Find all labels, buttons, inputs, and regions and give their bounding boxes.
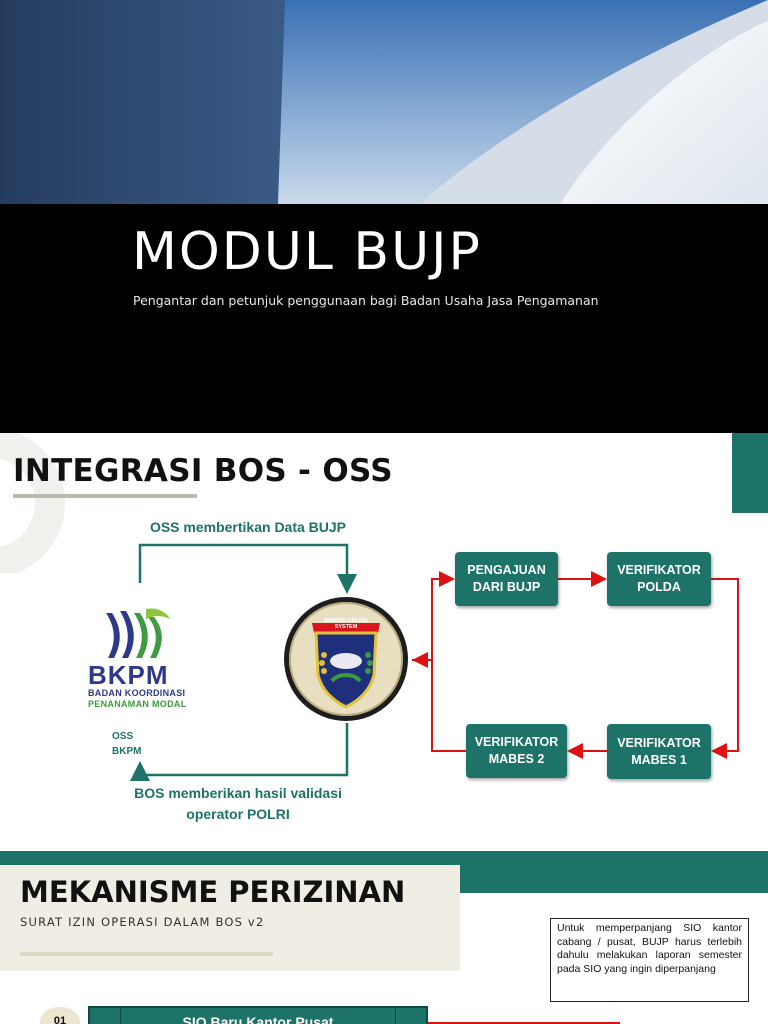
title-underline (13, 494, 197, 498)
mekanisme-subtitle: SURAT IZIN OPERASI DALAM BOS v2 (20, 915, 265, 929)
flow-connectors (130, 543, 739, 781)
box-verifikator-mabes-2[interactable]: VERIFIKATOR MABES 2 (466, 724, 567, 778)
binmas-emblem-icon (284, 597, 408, 721)
step-inner-frame (120, 1008, 396, 1024)
box-verifikator-mabes-1[interactable]: VERIFIKATOR MABES 1 (607, 724, 711, 779)
bos-validation-label: BOS memberikan hasil validasi operator P… (122, 783, 354, 825)
cover-sky-photo (0, 0, 768, 204)
mekanisme-slide: MEKANISME PERIZINAN SURAT IZIN OPERASI D… (0, 851, 768, 1024)
box-polda-line1: VERIFIKATOR (617, 563, 701, 577)
emblem-label: BINMAS ONLINE SYSTEM (324, 618, 368, 630)
mekanisme-underline (20, 952, 273, 956)
teal-top-bar (0, 851, 768, 865)
bkpm-subtitle-1: BADAN KOORDINASI (88, 688, 186, 698)
oss-bkpm-label: OSS BKPM (112, 729, 141, 759)
box-polda-line2: POLDA (637, 580, 681, 594)
step-sio-baru-button[interactable]: SIO Baru Kantor Pusat (88, 1006, 428, 1024)
mekanisme-title: MEKANISME PERIZINAN (20, 875, 406, 909)
decor-circle (0, 433, 65, 573)
cover-title: MODUL BUJP (132, 222, 482, 282)
box-mabes1-line2: MABES 1 (631, 752, 687, 767)
step-label: SIO Baru Kantor Pusat (182, 1014, 334, 1024)
bkpm-label: BKPM (112, 746, 142, 757)
cover-subtitle: Pengantar dan petunjuk penggunaan bagi B… (133, 293, 599, 308)
teal-corner-block (732, 433, 768, 513)
teal-right-bar (460, 865, 768, 893)
oss-label: OSS (112, 731, 134, 742)
box-mabes1-line1: VERIFIKATOR (617, 735, 701, 750)
box-mabes2-line1: VERIFIKATOR (474, 735, 559, 749)
box-pengajuan-line2: DARI BUJP (472, 580, 541, 594)
bos-validation-line2: operator POLRI (186, 806, 290, 822)
box-mabes2-line2: MABES 2 (488, 752, 545, 766)
bkpm-logo-icon (106, 608, 170, 658)
integrasi-title: INTEGRASI BOS - OSS (13, 453, 393, 489)
box-pengajuan-line1: PENGAJUAN (467, 563, 546, 577)
integrasi-slide: INTEGRASI BOS - OSS OSS membertikan Data… (0, 433, 768, 851)
bkpm-wordmark: BKPM (88, 660, 169, 690)
cover-slide: MODUL BUJP Pengantar dan petunjuk penggu… (0, 0, 768, 433)
oss-data-label: OSS membertikan Data BUJP (149, 519, 347, 535)
bos-validation-line1: BOS memberikan hasil validasi (134, 785, 342, 801)
box-verifikator-polda[interactable]: VERIFIKATOR POLDA (607, 552, 711, 606)
step-number-badge: 01 (40, 1007, 80, 1024)
bkpm-subtitle-2: PENANAMAN MODAL (88, 699, 187, 709)
box-pengajuan-dari-bujp[interactable]: PENGAJUAN DARI BUJP (455, 552, 558, 606)
step-connector-line (428, 1022, 620, 1024)
perpanjang-note: Untuk memperpanjang SIO kantor cabang / … (550, 918, 749, 1002)
